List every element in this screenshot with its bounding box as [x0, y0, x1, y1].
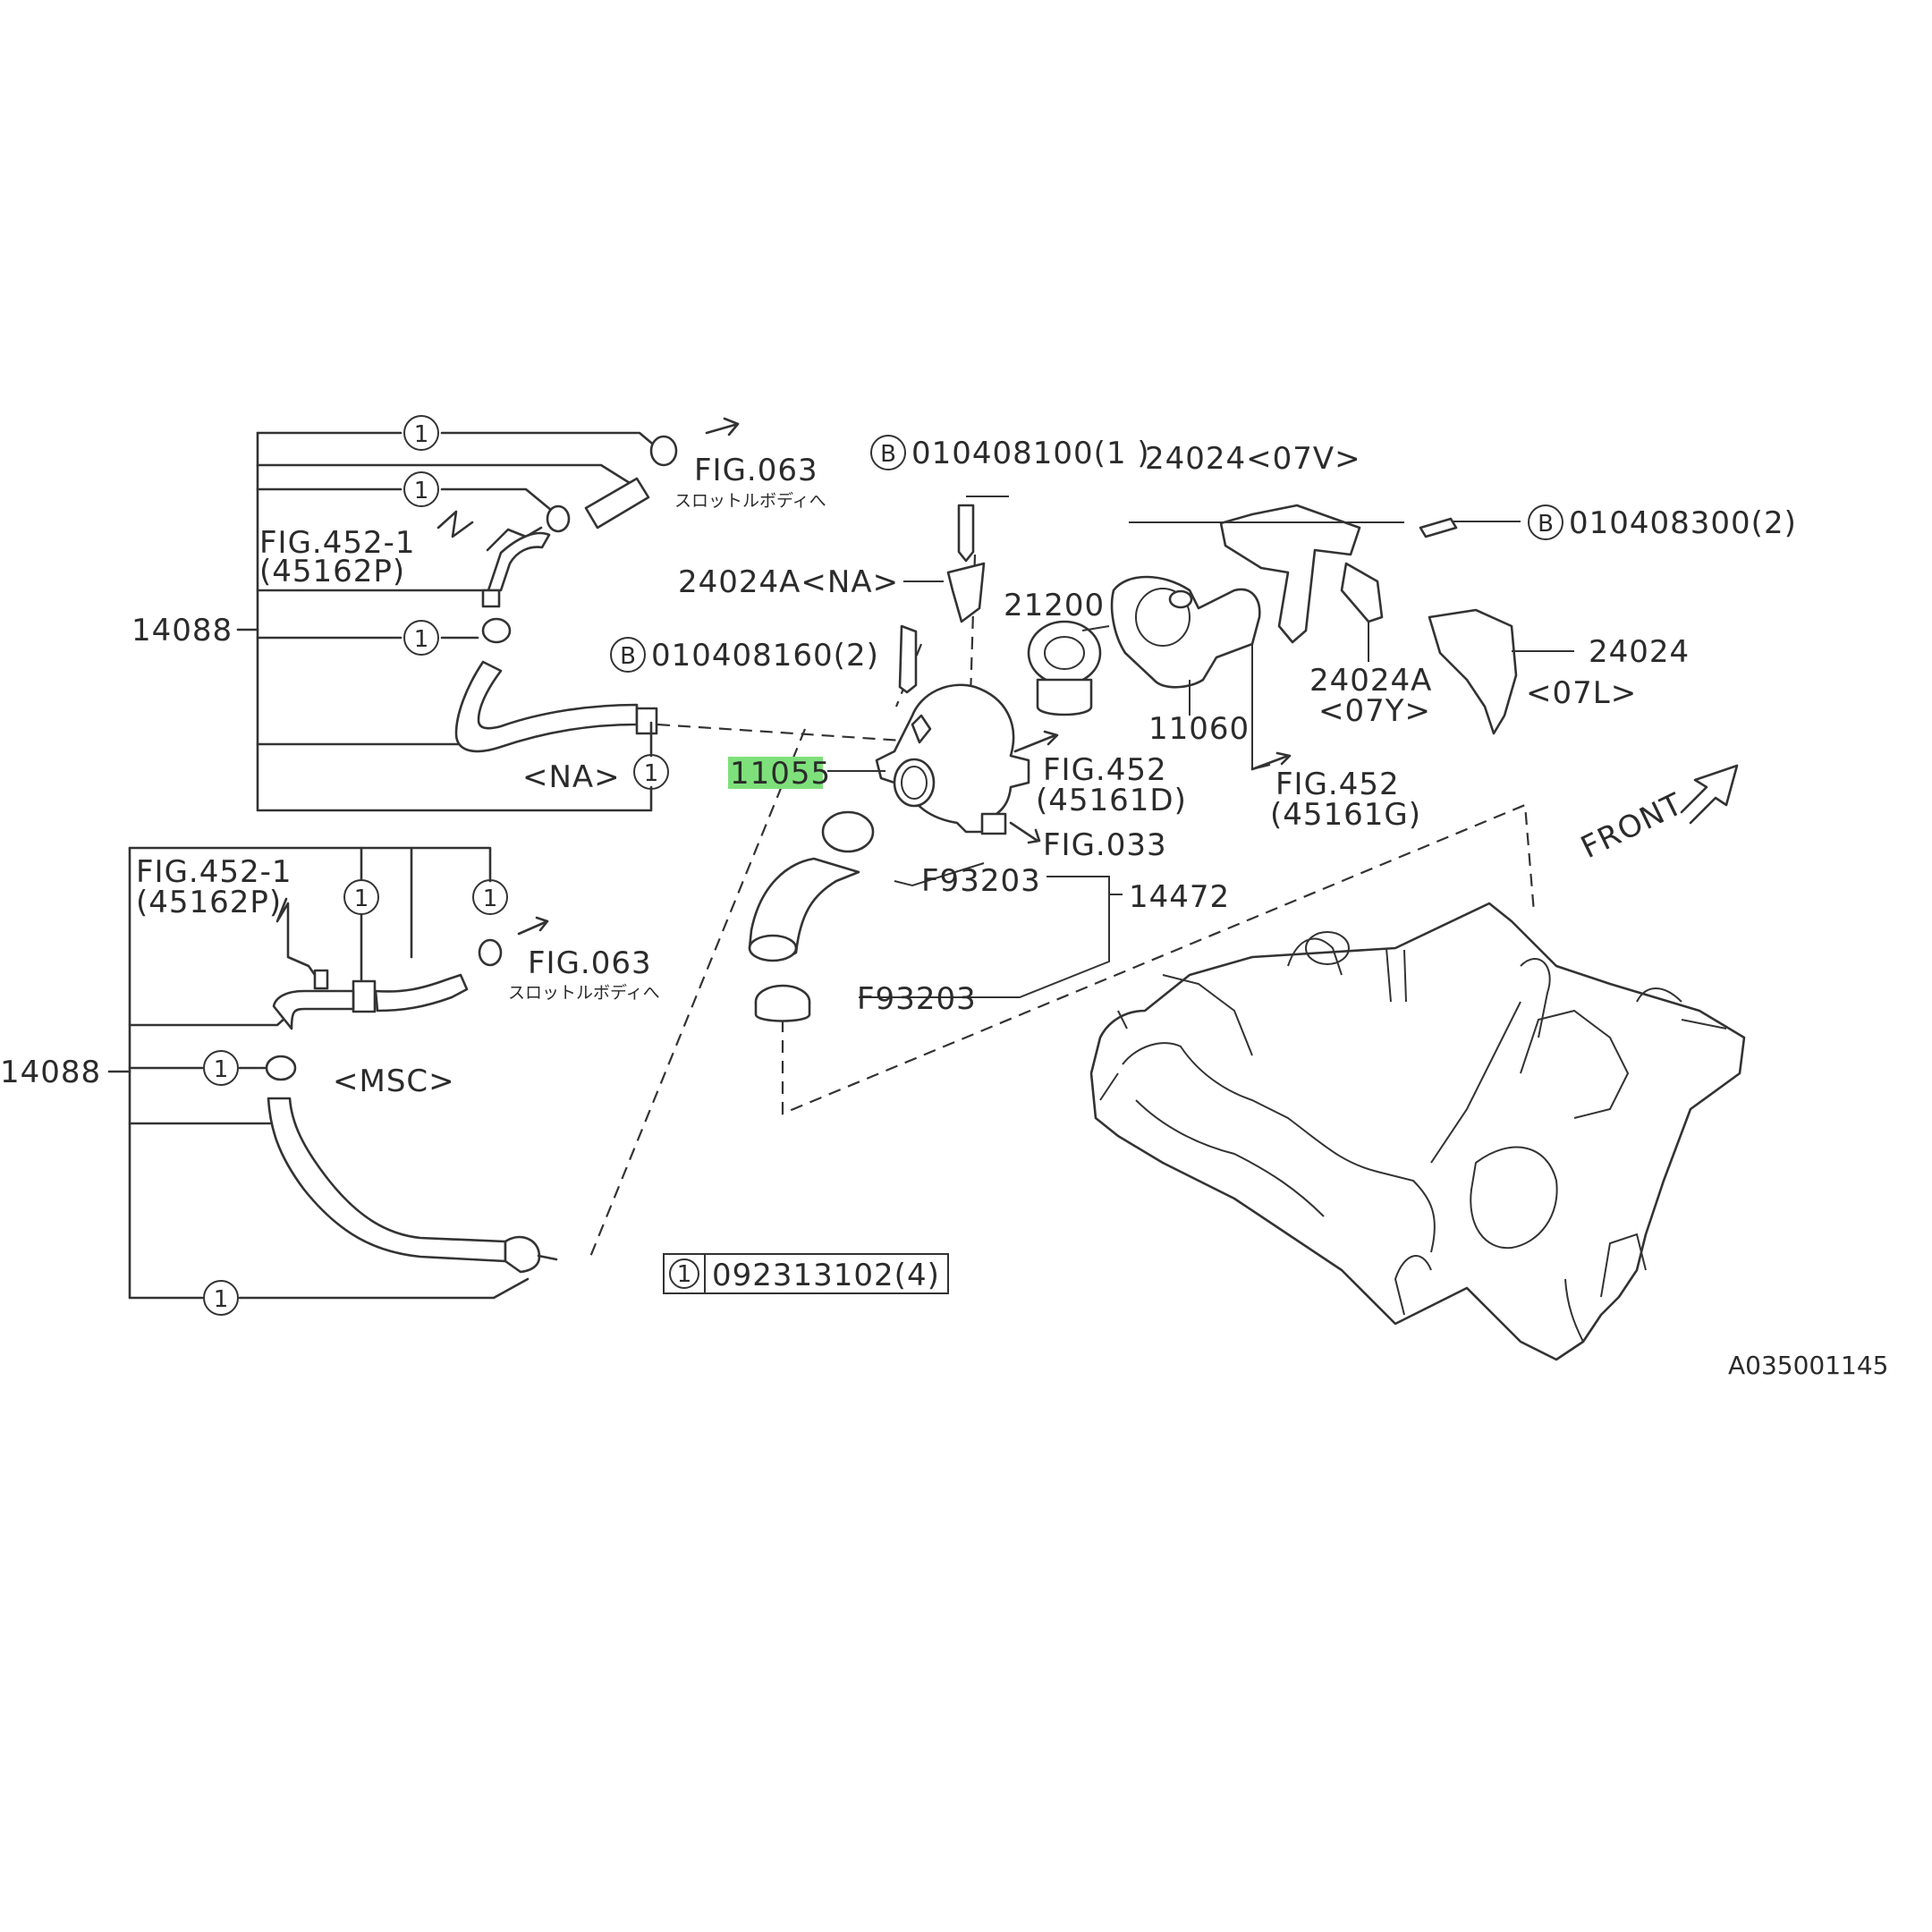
label-45161g: (45161G)	[1270, 797, 1421, 833]
legend-ref-1: 1	[677, 1261, 692, 1288]
msc-bracket-group	[107, 846, 558, 1300]
ref-1: 1	[414, 421, 429, 448]
label-jp-throttle-bot: スロットルボディへ	[508, 983, 660, 1003]
bolt-010408300	[1419, 517, 1458, 538]
label-fig063-bot: FIG.063	[528, 945, 652, 981]
ref-circles-lower: 1 1 1 1	[203, 879, 508, 1316]
label-24024a-07y-b: <07Y>	[1318, 693, 1431, 729]
clamp-msc-end	[504, 1235, 541, 1274]
label-fig452-1-bot: FIG.452-1	[136, 854, 292, 890]
bolt-010408100	[957, 504, 975, 563]
bracket-24024A-NA	[946, 562, 986, 623]
ref-1: 1	[214, 1056, 229, 1083]
label-14088-top: 14088	[131, 613, 233, 648]
bracket-24024-07V	[1219, 504, 1361, 644]
front-label: FRONT	[1575, 786, 1688, 866]
label-14472: 14472	[1129, 879, 1230, 915]
diagram-code: A035001145	[1728, 1351, 1888, 1380]
label-b010408100: 010408100(1 )	[911, 436, 1150, 471]
bracket-24024A-07Y	[1340, 562, 1384, 623]
clamp-mid	[546, 504, 571, 533]
label-jp-throttle-top: スロットルボディへ	[674, 491, 826, 511]
hose-msc-main	[267, 1097, 507, 1263]
front-indicator: FRONT	[1575, 764, 1739, 866]
label-14088-bot: 14088	[0, 1055, 101, 1090]
highlight-11055	[728, 757, 823, 789]
ref-circles-upper: 1 1 1 1	[403, 415, 669, 790]
label-fig452-g: FIG.452	[1275, 767, 1400, 802]
labels: FIG.063 スロットルボディへ FIG.452-1 (45162P) 140…	[0, 435, 1888, 1380]
ref-1: 1	[354, 886, 369, 912]
label-24024-07l-a: 24024	[1589, 634, 1690, 670]
ref-1: 1	[483, 886, 498, 912]
label-21200: 21200	[1004, 588, 1105, 623]
label-45161d: (45161D)	[1036, 783, 1187, 818]
clamp-na-end	[635, 707, 658, 735]
label-na: <NA>	[522, 759, 621, 795]
label-11060: 11060	[1148, 711, 1250, 747]
na-bracket-group	[236, 417, 740, 812]
hose-msc-elbow	[272, 989, 355, 1030]
hose-short-top	[584, 477, 650, 530]
front-arrow-icon	[1680, 764, 1739, 825]
ref-b: B	[1538, 511, 1554, 538]
hose-elbow-top	[487, 531, 551, 592]
label-fig452-d: FIG.452	[1043, 752, 1167, 788]
ref-1: 1	[414, 478, 429, 504]
label-24024a-07y-a: 24024A	[1309, 663, 1432, 699]
legend-part-number: 092313102(4)	[712, 1258, 940, 1293]
bolt-010408160	[898, 624, 918, 694]
label-11055: 11055	[730, 756, 831, 792]
clamp-14088-bot	[265, 1055, 297, 1081]
engine-block	[1089, 902, 1746, 1361]
hose-na-main	[454, 660, 639, 753]
ref-1: 1	[644, 760, 659, 787]
ref-1: 1	[414, 626, 429, 653]
clamp-msc-1	[352, 979, 377, 1013]
label-fig063-top: FIG.063	[694, 453, 818, 488]
thermostat-group	[589, 496, 1574, 1258]
ref-b: B	[620, 643, 636, 670]
label-b010408300: 010408300(2)	[1569, 505, 1797, 541]
ref-1: 1	[214, 1286, 229, 1313]
label-fig033: FIG.033	[1043, 827, 1167, 863]
label-45162p-bot: (45162P)	[136, 885, 282, 920]
clamp-f93203-top	[821, 810, 875, 853]
label-24024-07v: 24024<07V>	[1145, 441, 1361, 477]
label-msc: <MSC>	[333, 1063, 455, 1099]
label-b010408160: 010408160(2)	[651, 638, 879, 674]
label-24024a-na: 24024A<NA>	[678, 564, 899, 600]
bracket-24024-07L	[1428, 608, 1518, 735]
ref-b: B	[880, 441, 896, 468]
label-fig452-1-top: FIG.452-1	[259, 525, 416, 561]
label-24024-07l-b: <07L>	[1526, 675, 1637, 711]
label-f93203-top: F93203	[921, 863, 1041, 899]
thermostat-housing-11055	[875, 683, 1030, 834]
label-f93203-bot: F93203	[857, 981, 977, 1017]
hose-msc-short	[374, 973, 469, 1013]
clamp-msc-2	[478, 938, 503, 967]
legend-box	[663, 1253, 949, 1294]
label-45162p-top: (45162P)	[259, 554, 405, 589]
clamp-14088-top	[481, 617, 512, 644]
thermostat-21200	[1027, 620, 1102, 686]
clamp-top	[649, 435, 678, 467]
